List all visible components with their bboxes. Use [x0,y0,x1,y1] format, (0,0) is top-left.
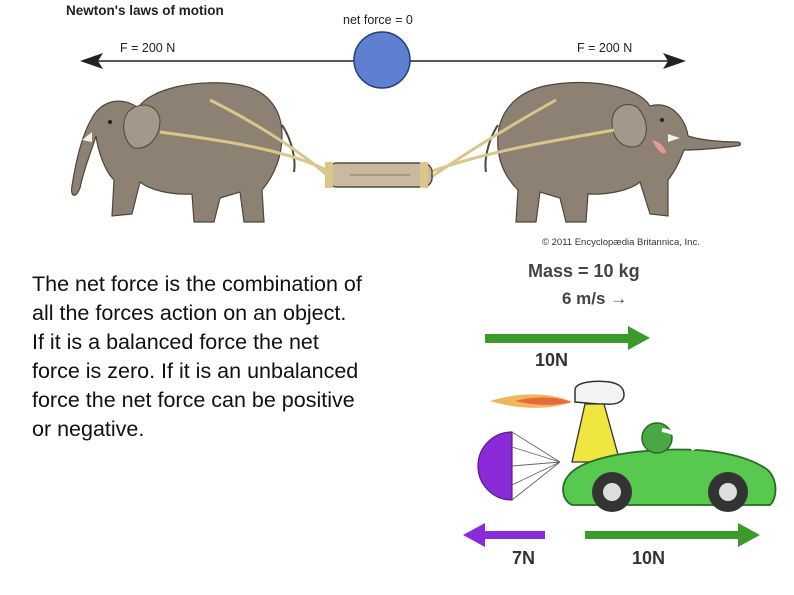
rope-and-log [159,98,615,188]
right-force-arrow [585,523,760,547]
left-force-label: 7N [512,548,535,568]
right-elephant-icon [484,81,742,223]
top-force-label: 10N [535,350,568,370]
tug-of-war-figure: Newton's laws of motion net force = 0 F … [66,3,742,248]
flame-icon [490,394,572,408]
left-force-arrow [463,523,545,547]
credit-text: © 2011 Encyclopædia Britannica, Inc. [542,237,700,248]
figure-title: Newton's laws of motion [66,3,224,18]
car-icon [562,380,777,512]
ball [353,31,411,89]
right-force-label: F = 200 N [577,41,632,55]
top-force-arrow [485,326,650,350]
left-arrowhead-icon [80,53,103,69]
parachute-icon [477,431,561,501]
mass-label: Mass = 10 kg [528,261,640,281]
velocity-label: 6 m/s → [562,289,627,308]
body-text: The net force is the combination of all … [32,272,362,441]
right-force-label: 10N [632,548,665,568]
left-force-label: F = 200 N [120,41,175,55]
right-arrowhead-icon [663,53,686,69]
net-force-label: net force = 0 [343,13,413,27]
left-elephant-icon [71,82,296,223]
car-force-diagram: Mass = 10 kg 6 m/s → 10N 7N 10N [463,261,777,568]
